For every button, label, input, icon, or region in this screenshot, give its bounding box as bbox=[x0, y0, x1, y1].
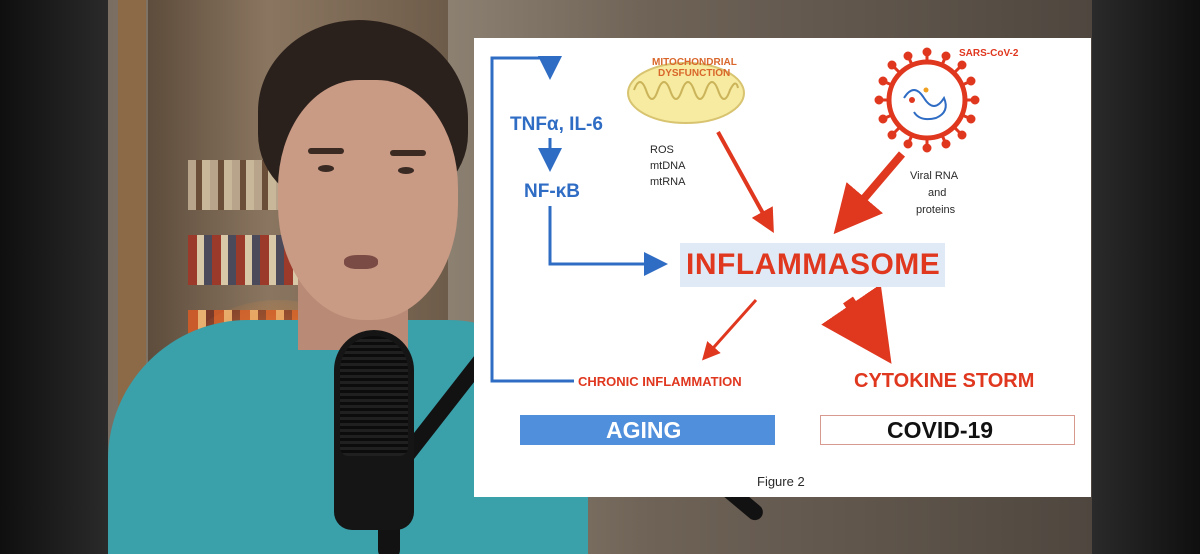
aging-label: AGING bbox=[606, 417, 682, 443]
viral-label-line3: proteins bbox=[916, 204, 956, 216]
mito-label-line1: MITOCHONDRIAL bbox=[652, 57, 737, 68]
sars-label: SARS-CoV-2 bbox=[959, 48, 1019, 59]
mtdna-label: mtDNA bbox=[650, 160, 686, 172]
aging-box: AGING bbox=[520, 415, 775, 445]
eye bbox=[318, 165, 334, 172]
virus-icon bbox=[874, 47, 980, 153]
ros-label: ROS bbox=[650, 144, 674, 156]
figure-graphics bbox=[490, 47, 980, 383]
chronic-inflammation-label: CHRONIC INFLAMMATION bbox=[578, 374, 742, 389]
mito-to-inflammasome-arrow bbox=[716, 131, 774, 234]
viral-label-line1: Viral RNA bbox=[910, 170, 959, 182]
virus-to-inflammasome-arrow bbox=[833, 151, 906, 235]
eyebrow bbox=[308, 148, 344, 154]
figure-caption: Figure 2 bbox=[757, 474, 805, 489]
eyebrow bbox=[390, 150, 426, 156]
face bbox=[278, 80, 458, 320]
nfkb-label: NF-κB bbox=[524, 181, 580, 202]
right-letterbox bbox=[1092, 0, 1200, 554]
covid-box: COVID-19 bbox=[820, 415, 1075, 445]
inflammasome-label: INFLAMMASOME bbox=[686, 248, 941, 281]
feedback-loop-arrow bbox=[490, 56, 574, 383]
covid-label: COVID-19 bbox=[887, 417, 994, 443]
microphone-grill bbox=[340, 336, 408, 456]
inflammasome-to-cytokine-arrow bbox=[821, 284, 892, 364]
tnf-label: TNFα, IL-6 bbox=[510, 114, 603, 135]
inflammasome-box: INFLAMMASOME bbox=[680, 243, 945, 287]
viral-label-line2: and bbox=[928, 187, 947, 199]
inflammasome-to-chronic-arrow bbox=[702, 299, 758, 361]
mtrna-label: mtRNA bbox=[650, 176, 686, 188]
figure-slide: TNFα, IL-6 NF-κB MITOCHONDRIAL DYSFUNCTI… bbox=[474, 38, 1091, 497]
mito-label-line2: DYSFUNCTION bbox=[658, 68, 731, 79]
left-letterbox bbox=[0, 0, 108, 554]
mitochondrion-icon bbox=[627, 62, 745, 124]
eye bbox=[398, 167, 414, 174]
mouth bbox=[344, 255, 378, 269]
cytokine-storm-label: CYTOKINE STORM bbox=[854, 370, 1035, 392]
nfkb-to-inflammasome-arrow bbox=[548, 206, 668, 276]
